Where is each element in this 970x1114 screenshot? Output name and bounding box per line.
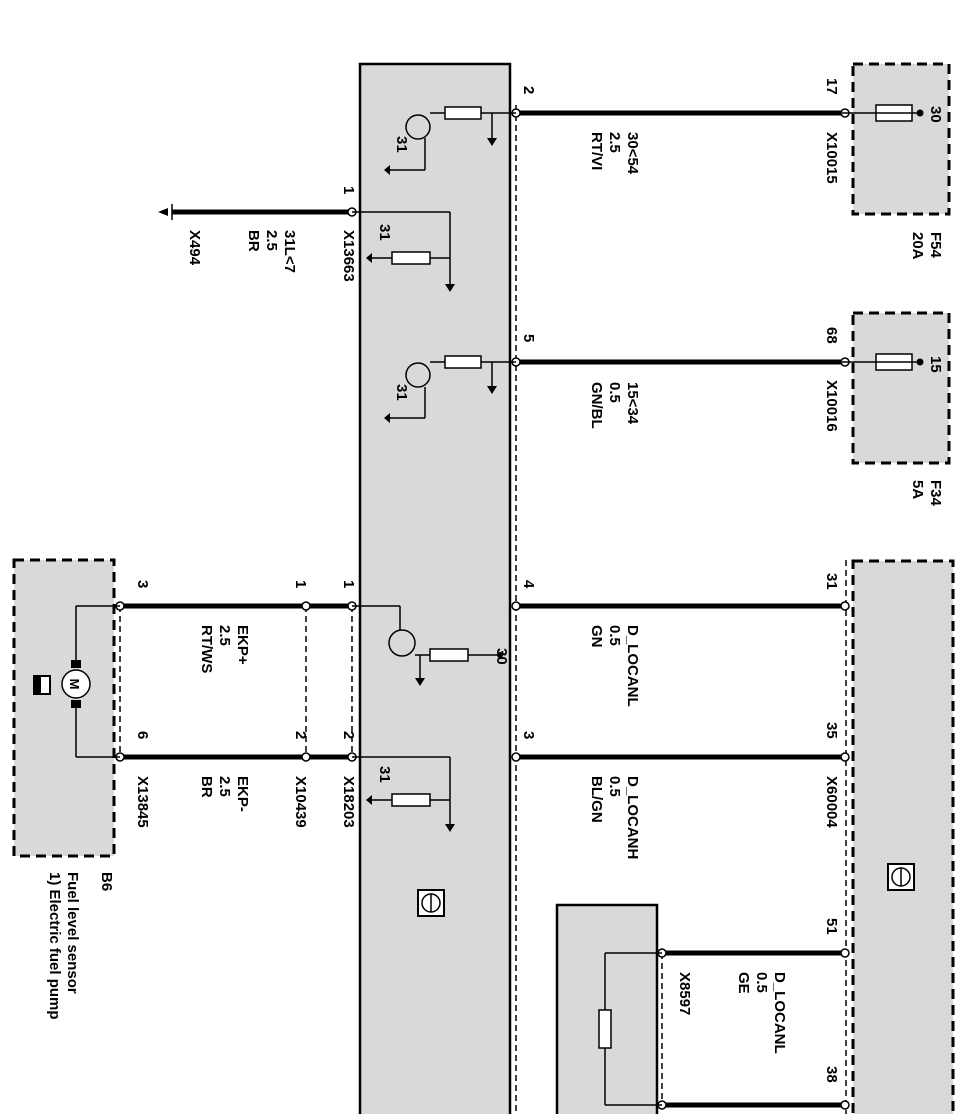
sensor-pin-3: 3	[134, 580, 151, 588]
ground-color: BR	[245, 230, 262, 252]
ekp-plus-color: RT/WS	[198, 625, 215, 673]
inline-pin-1: 1	[292, 580, 309, 588]
fuse-f34-terminal: 15	[927, 356, 944, 373]
fuse-f54-box	[851, 62, 951, 216]
wire-15-34-pin: 5	[520, 334, 537, 342]
ground-pin: 1	[340, 186, 357, 194]
ground-arrow-icon	[158, 208, 168, 216]
branch-connector: X8597	[676, 972, 693, 1015]
ground-label-1: 31	[393, 136, 410, 153]
ground-point: X494	[186, 230, 203, 266]
wire-can-l-size: 0.5	[606, 625, 623, 646]
ground-connector: X13663	[340, 230, 357, 282]
sensor-id: B6	[98, 872, 115, 891]
fuse-f54-connector: X10015	[823, 132, 840, 184]
gateway-pin-a: 31	[823, 573, 840, 590]
gateway-connector: X60004	[823, 776, 840, 828]
sensor-line-1: Fuel level sensor	[64, 872, 81, 994]
wire-can-h-signal: D_LOCANH	[624, 776, 641, 859]
ekp-minus-color: BR	[198, 776, 215, 798]
wire-can-l-color: GN	[588, 625, 605, 648]
wire-15-34-signal: 15<34	[624, 382, 641, 425]
fuse-f34-pin: 68	[823, 327, 840, 344]
sensor-pin-6: 6	[134, 731, 151, 739]
gateway-pin-d: 38	[823, 1066, 840, 1083]
sensor-line-2: 1) Electric fuel pump	[46, 872, 63, 1020]
gateway-pin-b: 35	[823, 722, 840, 739]
wire-30-54-size: 2.5	[606, 132, 623, 153]
fuel-pump-motor-icon	[61, 605, 120, 758]
ground-signal: 31L<7	[281, 230, 298, 273]
branch-color: GE	[735, 972, 752, 994]
fuse-f34-connector: X10016	[823, 380, 840, 432]
inline-connector: X10439	[292, 776, 309, 828]
wire-15-34-size: 0.5	[606, 382, 623, 403]
ekp-minus-size: 2.5	[216, 776, 233, 797]
fuse-f54-pin: 17	[823, 78, 840, 95]
wire-can-l-signal: D_LOCANL	[624, 625, 641, 707]
fuse-f34-box	[851, 311, 951, 465]
transistor-block-1-icon	[384, 106, 516, 175]
ground-label-4: 31	[376, 766, 393, 783]
fuse-f34-icon	[842, 353, 924, 371]
wire-can-h-size: 0.5	[606, 776, 623, 797]
wire-can-h-color: BL/GN	[588, 776, 605, 823]
wire-30-54-signal: 30<54	[624, 132, 641, 175]
branch-resistor-icon	[598, 952, 662, 1106]
module-pin-2: 2	[340, 731, 357, 739]
module-connector: X18203	[340, 776, 357, 828]
gateway-symbol-icon	[887, 863, 915, 891]
ground-label-3: 31	[393, 384, 410, 401]
ekp-minus-signal: EKP-	[234, 776, 251, 812]
wire-can-l-pin: 4	[520, 580, 537, 589]
fuse-f54-rating: 20A	[909, 232, 926, 260]
supply-label: 30	[493, 648, 510, 665]
inline-pin-2: 2	[292, 731, 309, 739]
module-pin-1: 1	[340, 580, 357, 588]
transistor-block-2-icon	[384, 355, 516, 423]
wire-30-54-color: RT/VI	[588, 132, 605, 170]
ground-resistor-block-2-icon	[352, 756, 455, 832]
wire-30-54-pin: 2	[520, 86, 537, 94]
gateway-pin-c: 51	[823, 918, 840, 935]
wire-can-h-pin: 3	[520, 731, 537, 739]
terminal-dots	[115, 108, 850, 1110]
fuse-f34-rating: 5A	[909, 480, 926, 499]
fuse-f54-terminal: 30	[927, 106, 944, 123]
wire-15-34-color: GN/BL	[588, 382, 605, 429]
branch-size: 0.5	[753, 972, 770, 993]
module-ground-symbol-icon	[417, 889, 445, 917]
ground-size: 2.5	[263, 230, 280, 251]
gateway-box	[851, 559, 955, 1114]
fuse-f54-icon	[842, 104, 924, 122]
control-module-box	[358, 62, 512, 1114]
transistor-block-3-icon	[352, 605, 503, 686]
motor-letter: M	[67, 679, 82, 690]
pump-symbol-icon	[33, 675, 51, 695]
fuel-sensor-box	[12, 558, 116, 858]
ekp-plus-signal: EKP+	[234, 625, 251, 665]
fuse-f54-id: F54	[927, 232, 944, 259]
ekp-plus-size: 2.5	[216, 625, 233, 646]
sensor-connector: X13845	[134, 776, 151, 828]
ground-label-2: 31	[376, 224, 393, 241]
ground-resistor-block-icon	[352, 211, 455, 292]
branch-signal: D_LOCANL	[771, 972, 788, 1054]
fuse-f34-id: F34	[927, 480, 944, 507]
